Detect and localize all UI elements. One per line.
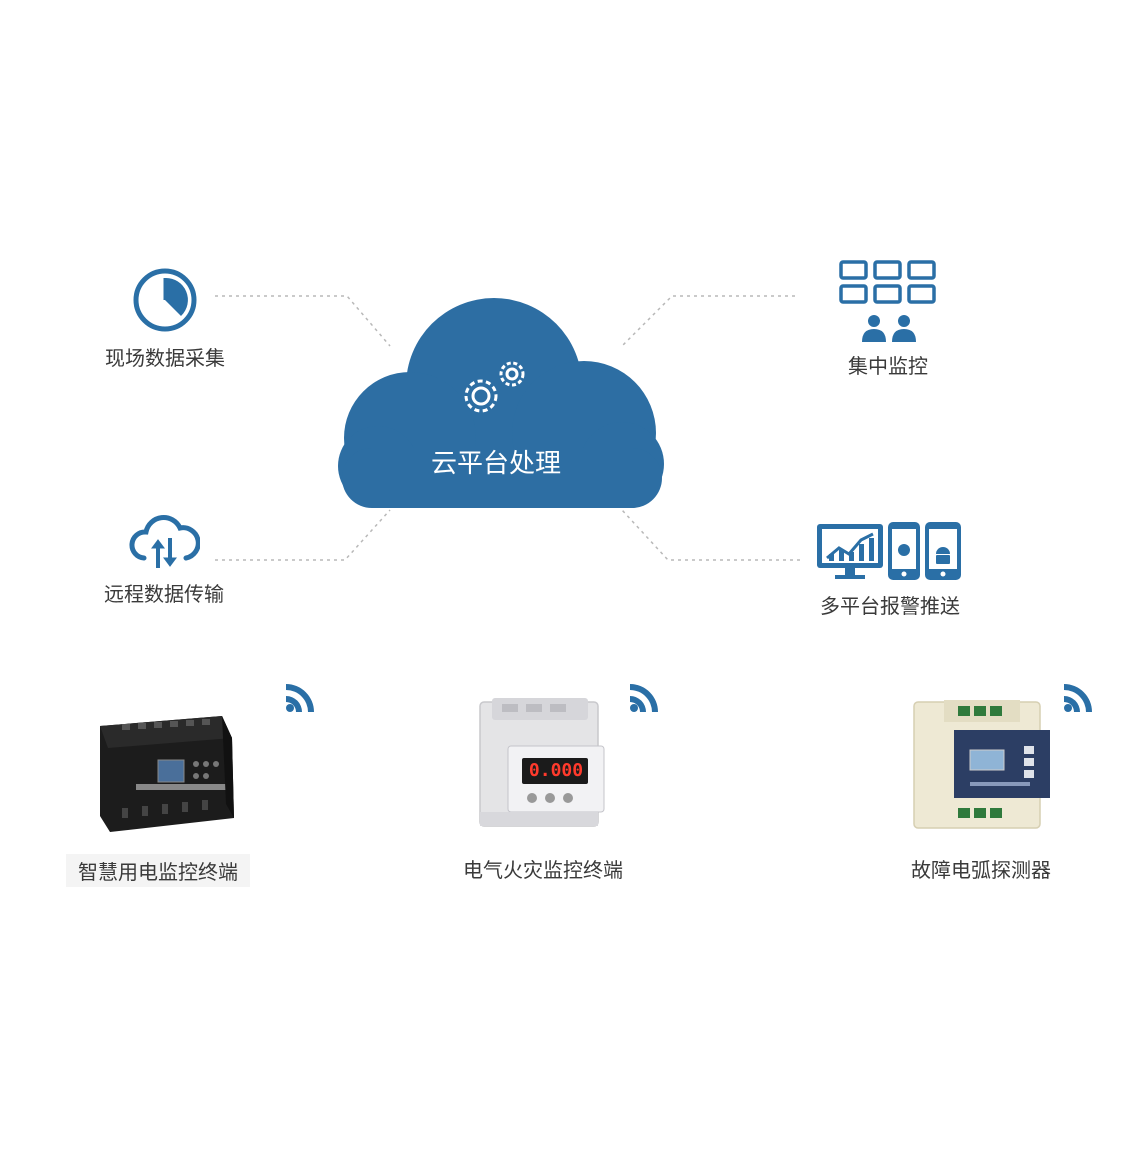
feature-transmit: 远程数据传输	[96, 514, 232, 607]
cloud-shape	[338, 298, 664, 508]
multi-device-icon	[815, 520, 965, 582]
device-arc-fault-label: 故障电弧探测器	[911, 858, 1051, 882]
cloud-label: 云平台处理	[430, 449, 561, 479]
feature-monitor-label: 集中监控	[848, 354, 928, 378]
monitor-grid-icon	[838, 258, 938, 346]
feature-collect-label: 现场数据采集	[105, 346, 225, 370]
feature-transmit-label: 远程数据传输	[104, 582, 224, 606]
connector-monitor	[621, 295, 795, 347]
cloud-platform: 云平台处理	[322, 298, 670, 510]
connector-collect	[215, 295, 391, 347]
feature-monitor: 集中监控	[818, 258, 958, 379]
connector-transmit	[215, 509, 391, 561]
device-smart-power-image	[92, 708, 242, 838]
device-fire-monitor-image: 0.000	[474, 694, 614, 834]
gears-icon	[454, 354, 534, 424]
connector-alert	[621, 509, 800, 561]
device-fire-monitor-label: 电气火灾监控终端	[463, 858, 623, 882]
cloud-transfer-icon	[128, 514, 200, 572]
fire-monitor-display: 0.000	[528, 760, 584, 781]
feature-alert-label: 多平台报警推送	[820, 594, 960, 618]
device-smart-power-label: 智慧用电监控终端	[66, 854, 250, 887]
wifi-signal-icon	[628, 682, 660, 714]
wifi-signal-icon	[1062, 682, 1094, 714]
clock-icon	[131, 266, 199, 334]
wifi-signal-icon	[284, 682, 316, 714]
device-arc-fault-image	[910, 698, 1055, 833]
feature-collect: 现场数据采集	[100, 266, 230, 371]
feature-alert: 多平台报警推送	[805, 520, 975, 619]
